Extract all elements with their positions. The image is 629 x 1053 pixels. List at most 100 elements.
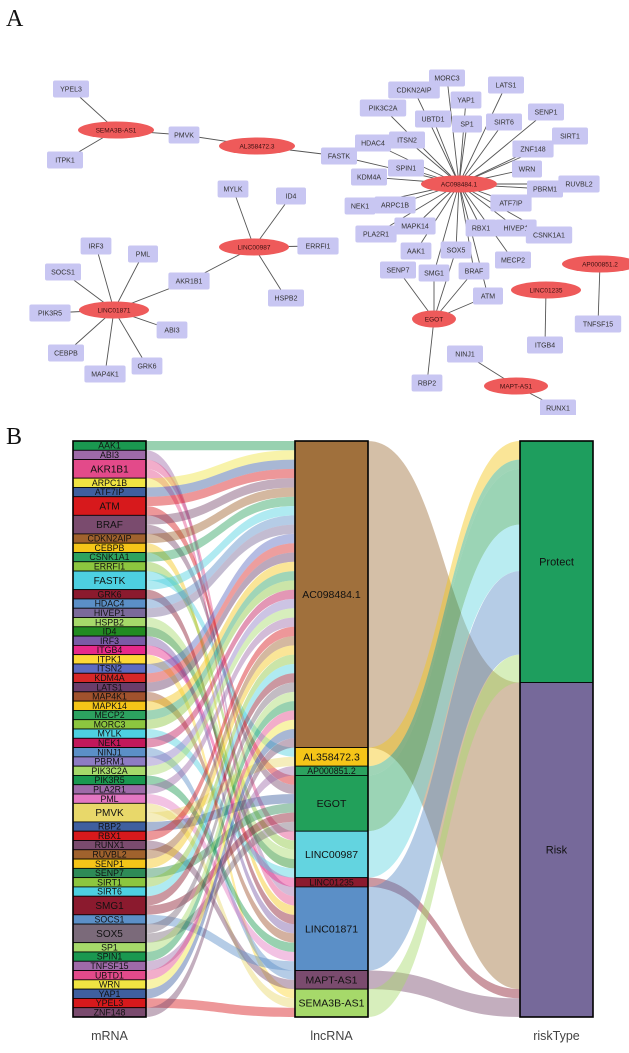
mrna-node-aak1: AAK1 [400, 242, 432, 260]
mrna-node-box [495, 251, 531, 269]
flow-sox5-egot [146, 821, 295, 943]
mrna-node-mecp2: MECP2 [495, 251, 531, 269]
mrna-node-sirt1: SIRT1 [552, 127, 588, 145]
edge-egot-sox5 [433, 249, 457, 320]
mrna-node-hspb2: HSPB2 [268, 289, 304, 307]
mrna-node-braf: BRAF [72, 514, 147, 535]
mrna-node-label: NEK1 [351, 204, 369, 211]
flow-sp1-ac098484-1 [146, 691, 295, 952]
mrna-node-label: ARPC1B [381, 203, 409, 210]
mrna-node-label: CEBPB [54, 351, 78, 358]
mrna-node-label: SENP1 [535, 110, 558, 117]
lncrna-node-egot: EGOT [294, 775, 369, 832]
mrna-node-label: ZNF148 [520, 147, 545, 154]
mrna-node-errfi1: ERRFI1 [297, 237, 339, 255]
mrna-node-label: RBX1 [472, 226, 490, 233]
mrna-node-label: NINJ1 [97, 747, 122, 757]
mrna-node-label: SENP7 [387, 268, 410, 275]
risk-node-risk: Risk [519, 682, 594, 1018]
flow-fastk-al358472-3 [146, 571, 295, 757]
mrna-node-label: CEBPB [95, 543, 125, 553]
mrna-node-id4: ID4 [276, 187, 306, 205]
mrna-node-label: SIRT6 [97, 887, 122, 897]
mrna-node-itpk1: ITPK1 [47, 151, 83, 169]
mrna-node-csnk1a1: CSNK1A1 [525, 226, 573, 244]
mrna-node-box [389, 131, 425, 149]
alluvial-diagram: AAK1ABI3AKR1B1ARPC1BATF7IPATMBRAFCDKN2AI… [72, 440, 594, 1043]
mrna-node-label: SOX5 [447, 248, 466, 255]
mrna-nodes: AAK1ABI3AKR1B1ARPC1BATF7IPATMBRAFCDKN2AI… [72, 440, 147, 1017]
mrna-node-label: ID4 [103, 627, 117, 637]
mrna-node-box [131, 357, 163, 375]
edge-linc01871-map4k1 [104, 309, 115, 375]
flow-morc3-ac098484-1 [146, 580, 295, 729]
flow-tnfsf15-ap000851-2 [146, 766, 295, 971]
lncrna-node-ellipse [511, 281, 581, 299]
mrna-node-arpc1b: ARPC1B [374, 196, 416, 214]
mrna-node-pbrm1: PBRM1 [527, 180, 563, 198]
mrna-node-label: SENP1 [95, 859, 124, 869]
mrna-node-box [355, 134, 391, 152]
lncrna-node-ellipse [484, 377, 548, 395]
column-frame-1 [294, 440, 369, 1018]
mrna-node-label: PIK3R5 [94, 775, 124, 785]
flow-linc01871-protect [368, 571, 520, 971]
mrna-node-box [355, 225, 397, 243]
lncrna-node-label: MAPT-AS1 [500, 383, 533, 390]
mrna-node-box [528, 103, 564, 121]
mrna-node-box [440, 241, 472, 259]
lncrna-node-label: AP000851.2 [582, 261, 618, 268]
lncrna-node-linc01871: LINC01871 [294, 886, 369, 971]
flow-sirt1-ac098484-1 [146, 654, 295, 887]
lncrna-node-al358472-3: AL358472.3 [219, 137, 295, 155]
mrna-node-senp7: SENP7 [380, 261, 416, 279]
mrna-node-ypel3: YPEL3 [53, 80, 89, 98]
mrna-node-pla2r1: PLA2R1 [355, 225, 397, 243]
lncrna-node-label: LINC01235 [530, 287, 563, 294]
mrna-node-box [512, 160, 542, 178]
mrna-node-label: ITPK1 [55, 158, 75, 165]
flow-smg1-egot [146, 812, 295, 915]
lncrna-node-al358472-3: AL358472.3 [294, 747, 369, 767]
mrna-node-label: PLA2R1 [363, 232, 389, 239]
lncrna-node-label: LINC00987 [305, 849, 358, 861]
axis-label-mrna: mRNA [91, 1029, 128, 1043]
flow-mecp2-ac098484-1 [146, 571, 295, 720]
mrna-node-label: MAP4K1 [92, 692, 127, 702]
mrna-node-label: SOCS1 [51, 270, 75, 277]
flow-sirt6-ac098484-1 [146, 663, 295, 897]
mrna-node-box [156, 321, 188, 339]
flow-rbp2-egot [146, 794, 295, 832]
mrna-node-label: WRN [99, 980, 120, 990]
flow-abi3-linc01871 [146, 450, 295, 897]
edge-ac098484-1-sox5 [455, 183, 460, 251]
mrna-node-label: PBRM1 [94, 757, 124, 767]
flow-znf148-ac098484-1 [146, 738, 295, 1017]
mrna-node-label: LATS1 [96, 682, 122, 692]
mrna-node-label: YPEL3 [96, 998, 124, 1008]
flow-pik3r5-linc01871 [146, 775, 295, 952]
lncrna-node-ellipse [421, 175, 497, 193]
mrna-node-label: ARPC1B [92, 478, 127, 488]
mrna-node-label: MORC3 [94, 719, 126, 729]
mrna-node-box [525, 226, 573, 244]
flow-senp1-ac098484-1 [146, 645, 295, 869]
mrna-node-rbp2: RBP2 [411, 374, 443, 392]
mrna-node-box [380, 261, 416, 279]
lncrna-node-label: AL358472.3 [239, 143, 274, 150]
flow-ypel3-sema3b-as1 [146, 998, 295, 1017]
mrna-node-label: SOX5 [96, 929, 123, 940]
column-frame-0 [72, 440, 147, 1018]
lncrna-node-ellipse [78, 121, 154, 139]
mrna-node-ubtd1: UBTD1 [415, 110, 451, 128]
mrna-node-label: BRAF [96, 520, 123, 531]
mrna-node-label: MYLK [98, 729, 122, 739]
edge-ac098484-1-sp1 [458, 123, 468, 185]
mrna-node-box [447, 345, 483, 363]
lncrna-node-label: LINC01871 [305, 923, 358, 935]
edge-linc01871-irf3 [95, 245, 115, 311]
mrna-node-box [217, 180, 249, 198]
flow-ap000851-2-protect [368, 459, 520, 776]
mrna-node-socs1: SOCS1 [72, 914, 147, 925]
